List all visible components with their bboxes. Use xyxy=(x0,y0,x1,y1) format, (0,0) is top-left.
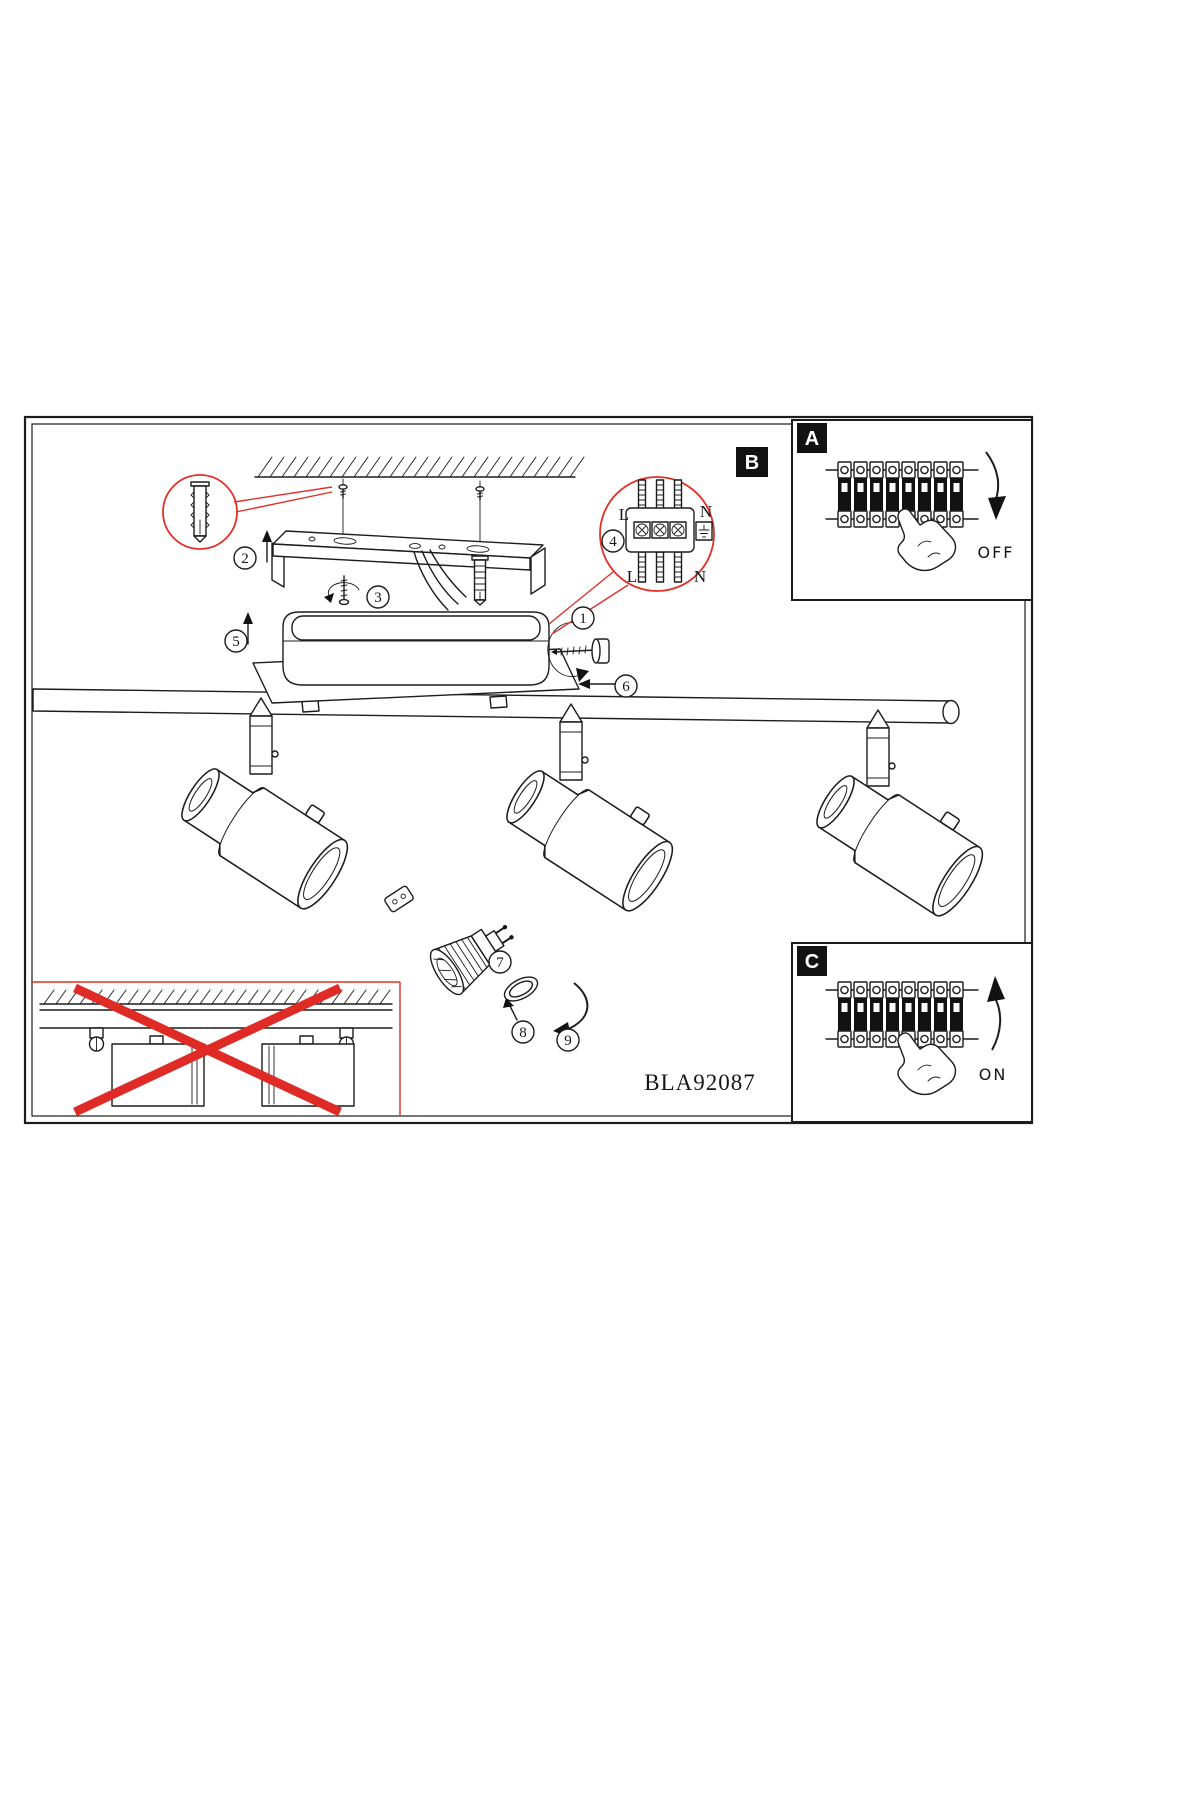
svg-text:3: 3 xyxy=(374,590,382,606)
svg-text:7: 7 xyxy=(496,955,504,971)
screw-rotate-arrow xyxy=(547,622,586,677)
wire-label-n-top: N xyxy=(700,502,712,521)
trim-ring-icon xyxy=(503,976,539,1002)
wall-plug-icon xyxy=(190,481,210,543)
anchor-callout xyxy=(162,474,333,550)
panel-a: A OFF xyxy=(791,419,1033,601)
off-label: OFF xyxy=(978,543,1015,562)
mounting-bracket-assembly xyxy=(271,478,546,611)
panel-b-label-box: B xyxy=(736,447,768,477)
red-cross-icon xyxy=(73,983,342,1117)
step8-arrow xyxy=(503,998,518,1021)
step-marker-4: 4 xyxy=(601,529,625,553)
wrong-install-panel xyxy=(31,981,401,1117)
ceiling-screw-right xyxy=(475,486,485,501)
svg-text:9: 9 xyxy=(564,1033,572,1049)
canopy-screw xyxy=(551,638,610,664)
svg-text:2: 2 xyxy=(241,551,249,567)
panel-c-label: C xyxy=(805,951,819,973)
svg-text:4: 4 xyxy=(609,534,617,550)
ceiling-hatch xyxy=(257,456,585,478)
step-marker-5: 5 xyxy=(224,629,248,653)
on-arrow-icon xyxy=(987,976,1005,1051)
canopy-tab-right xyxy=(489,695,508,709)
step-markers: 1 2 3 4 5 6 7 8 9 xyxy=(224,529,638,1052)
fixing-screw-step3 xyxy=(324,575,360,606)
terminal-block xyxy=(625,507,695,553)
step-marker-6: 6 xyxy=(614,674,638,698)
ceiling xyxy=(254,456,585,478)
wire-label-l-bottom: L xyxy=(627,567,637,586)
step-marker-8: 8 xyxy=(511,1020,535,1044)
off-arrow-icon xyxy=(985,451,1006,520)
wiring-callout: L N L N xyxy=(548,476,715,635)
wrong-joint-left xyxy=(88,1027,105,1052)
panel-b-label: B xyxy=(745,452,759,474)
svg-text:1: 1 xyxy=(579,611,587,627)
earth-terminal-icon xyxy=(695,521,713,541)
step-2-arrow xyxy=(262,530,272,563)
step-marker-2: 2 xyxy=(233,546,257,570)
gu10-bulb-icon xyxy=(429,925,514,996)
mains-wires xyxy=(413,549,467,611)
panel-a-label: A xyxy=(805,428,819,450)
bulb-assembly xyxy=(384,885,589,1038)
product-code: BLA92087 xyxy=(644,1070,756,1095)
step-marker-1: 1 xyxy=(571,606,595,630)
gu10-socket xyxy=(384,885,414,913)
step-marker-3: 3 xyxy=(366,585,390,609)
canopy-body xyxy=(282,611,550,686)
bracket xyxy=(271,530,546,595)
svg-text:6: 6 xyxy=(622,679,630,695)
svg-text:8: 8 xyxy=(519,1025,527,1041)
svg-text:5: 5 xyxy=(232,634,240,650)
canopy-assembly xyxy=(252,611,621,713)
step-marker-7: 7 xyxy=(488,950,512,974)
step-5-arrow xyxy=(243,612,253,645)
wire-label-l-top: L xyxy=(619,505,629,524)
on-label: ON xyxy=(979,1065,1008,1084)
panel-c: C ON xyxy=(791,942,1033,1123)
wire-label-n-bottom: N xyxy=(694,567,706,586)
step-marker-9: 9 xyxy=(556,1028,580,1052)
wall-plug-right xyxy=(471,555,489,606)
ceiling-screw-left xyxy=(338,484,348,499)
